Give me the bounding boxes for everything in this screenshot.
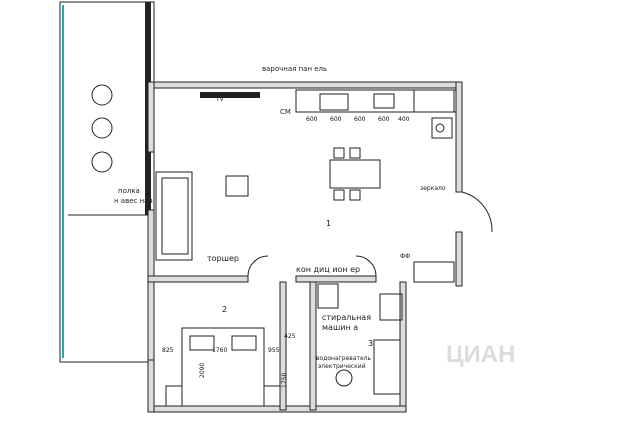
top-dim: 425 [284, 333, 296, 340]
kitchen-counter [295, 89, 457, 139]
room-3-label: 3 [368, 339, 373, 348]
tv-label: TV [215, 96, 225, 103]
washer-label-1: стиральная [322, 313, 371, 322]
washer-label-2: машин а [322, 323, 358, 332]
shelf-label-2: н авес ная [114, 197, 153, 205]
bed-dim-bed: 1760 [212, 347, 227, 354]
tv-unit [200, 92, 260, 98]
kitchen-dim-5: 400 [398, 116, 410, 123]
mirror-label: зеркало [420, 185, 446, 192]
room-1-label: 1 [326, 219, 331, 228]
watermark: ЦИАН [446, 341, 515, 368]
bed-dim-left: 825 [162, 347, 174, 354]
heater-label-1: водонагреватель [316, 355, 372, 362]
balcony-furniture [91, 84, 113, 173]
kitchen-dim-4: 600 [378, 116, 390, 123]
closet-dim: 1750 [281, 373, 288, 388]
dining-table [329, 147, 381, 201]
bed [165, 327, 281, 407]
sm-label: СМ [280, 108, 291, 116]
bed-dim-vert: 2090 [199, 363, 206, 378]
kitchen-dim-2: 600 [330, 116, 342, 123]
doors [247, 191, 493, 277]
sofa [155, 171, 249, 261]
heater-label-2: электрический [318, 363, 366, 370]
bathroom-fixtures [317, 261, 455, 395]
ff-label: ФФ [400, 253, 410, 260]
conditioner-label: кон диц ион ер [296, 265, 360, 274]
walls [147, 81, 463, 413]
floor-lamp-label: торшер [207, 254, 239, 263]
kitchen-dim-1: 600 [306, 116, 318, 123]
hob-label: варочная пан ель [262, 65, 327, 73]
balcony [59, 1, 155, 363]
room-2-label: 2 [222, 305, 227, 314]
bed-dim-right: 955 [268, 347, 280, 354]
shelf-label-1: полка [118, 187, 140, 195]
kitchen-dim-3: 600 [354, 116, 366, 123]
